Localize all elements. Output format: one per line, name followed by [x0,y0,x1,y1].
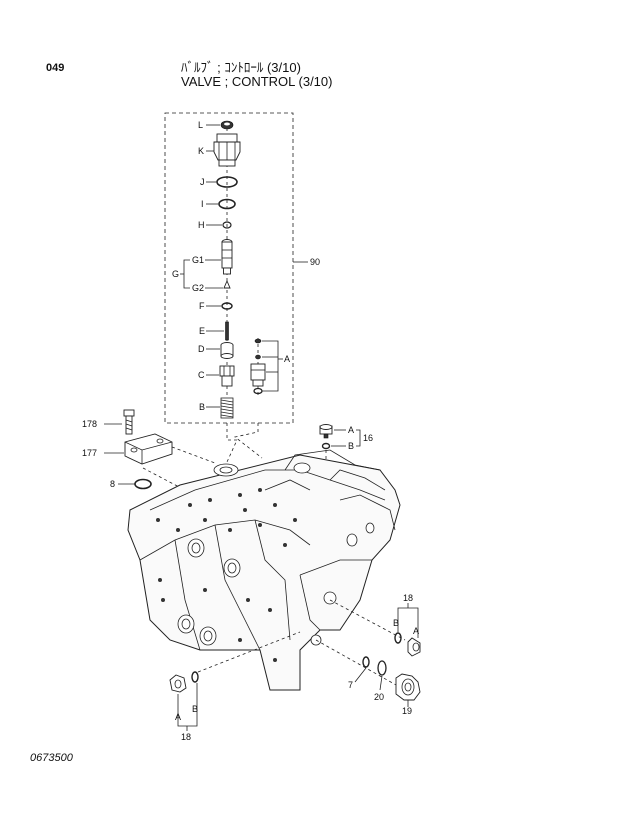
callout-7: 7 [348,680,353,690]
part-177-flange: 177 [82,433,173,465]
callout-B-18-right: B [393,618,399,628]
part-B-spring [220,397,234,419]
callout-A: A [284,354,290,364]
part-E-pin [225,321,229,341]
part-G2-cone [223,279,231,289]
part-C-plug [219,365,235,387]
callout-B-16: B [348,441,354,451]
kit-callouts: L K J I H G1 G G2 F E D C B A 90 [172,120,320,412]
callout-A-16: A [348,425,354,435]
kit-boundary-box [164,112,294,424]
callout-8: 8 [110,479,115,489]
drawing-number: 0673500 [30,752,73,764]
title-japanese: ﾊﾞﾙﾌﾞ ; ｺﾝﾄﾛｰﾙ (3/10) [181,60,301,75]
callout-G2: G2 [192,283,204,293]
callout-D: D [198,344,205,354]
part-K-plug [213,133,241,167]
part-18-plug-left: A B 18 [169,631,301,742]
callout-K: K [198,146,204,156]
callout-B: B [199,402,205,412]
part-8-o-ring: 8 [110,467,201,499]
callout-18-right: 18 [403,593,413,603]
callout-L: L [198,120,203,130]
callout-20: 20 [374,692,384,702]
part-18-plug-right: B A 18 [329,593,421,657]
title-english: VALVE ; CONTROL (3/10) [181,74,333,89]
callout-H: H [198,220,205,230]
callout-E: E [199,326,205,336]
page-number: 049 [46,62,65,74]
callout-178: 178 [82,419,97,429]
callout-F: F [199,301,205,311]
part-I-o-ring [218,198,236,210]
part-L-cap [220,120,234,130]
callout-G: G [172,269,179,279]
parts-7-20-19: 7 20 19 [315,639,421,716]
control-valve-body [127,449,401,691]
callout-I: I [201,199,204,209]
callout-A-18-right: A [413,626,419,636]
part-F-ring [221,302,233,310]
callout-16: 16 [363,433,373,443]
part-A-assembly [250,338,266,395]
part-G1-spool [221,239,233,275]
callout-177: 177 [82,448,97,458]
callout-G1: G1 [192,255,204,265]
callout-A-18-left: A [175,712,181,722]
part-D-sleeve [220,342,234,359]
part-178-bolt: 178 [82,409,135,435]
callout-90: 90 [310,257,320,267]
part-J-o-ring [216,176,238,188]
callout-19: 19 [402,706,412,716]
part-H-ring [222,221,232,229]
callout-C: C [198,370,205,380]
callout-B-18-left: B [192,704,198,714]
callout-18-left: 18 [181,732,191,742]
callout-J: J [200,177,205,187]
